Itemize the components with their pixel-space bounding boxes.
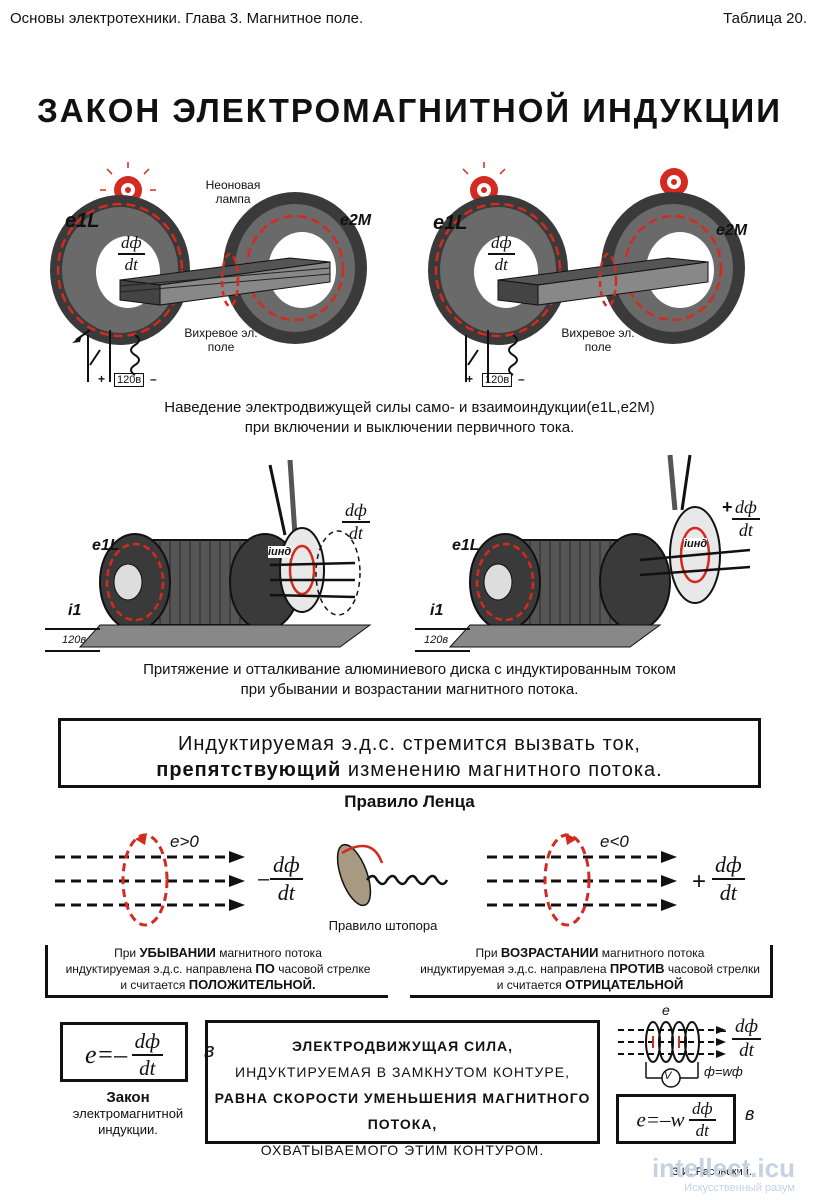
- minus-sign-right: –: [518, 372, 525, 386]
- voltage-label-left: 120в: [114, 373, 145, 387]
- coil-minus: –: [716, 1020, 727, 1040]
- header-table-number: Таблица 20.: [723, 10, 807, 27]
- coil-formula-unit: в: [745, 1104, 755, 1124]
- solenoid-diagram-right: [415, 454, 751, 652]
- section1-caption: Наведение электродвижущей силы само- и в…: [164, 399, 655, 436]
- lenz-left-flux-icon: [55, 833, 245, 927]
- multi-turn-coil-icon: [618, 1021, 726, 1088]
- law-statement-box: ЭЛЕКТРОДВИЖУЩАЯ СИЛА, ИНДУКТИРУЕМАЯ В ЗА…: [205, 1020, 600, 1158]
- emf-e1-right: e1L: [433, 212, 468, 234]
- watermark-subtitle: Искусственный разум: [684, 1182, 795, 1194]
- transformer-diagram-left: [50, 162, 367, 382]
- page-title: ЗАКОН ЭЛЕКТРОМАГНИТНОЙ ИНДУКЦИИ: [37, 92, 782, 129]
- lenz-left-minus: –: [258, 868, 270, 890]
- vortex-field-label-right: Вихревое эл. поле: [561, 326, 635, 354]
- law-label: Закон электромагнитной индукции.: [72, 1089, 184, 1138]
- header-chapter: Основы электротехники. Глава 3. Магнитно…: [10, 10, 364, 27]
- flux-linkage-label: ф=wф: [704, 1064, 743, 1079]
- emf-e1-solenoid-left: e1L: [92, 537, 120, 554]
- corkscrew-icon: [336, 843, 449, 907]
- watermark-logo: intellect.icu: [651, 1153, 795, 1183]
- coil-emf-label: e: [662, 1002, 670, 1018]
- voltage-label-right: 120в: [482, 373, 513, 387]
- lenz-right-plus: +: [692, 868, 707, 895]
- voltmeter-label: V: [664, 1070, 672, 1082]
- current-i1-left: i1: [68, 602, 82, 619]
- rule-box: Индуктируемая э.д.с. стремится вызвать т…: [58, 718, 761, 788]
- solenoid-coil: [469, 533, 671, 631]
- transformer-diagram-right: [428, 162, 745, 382]
- voltage-solenoid-left: 120в: [62, 634, 87, 646]
- iron-core: [497, 257, 709, 306]
- plus-sign-solenoid-right: +: [722, 497, 733, 517]
- lenz-title: Правило Ленца: [344, 792, 475, 811]
- emf-e2-left: e2M: [340, 212, 372, 229]
- iron-core: [119, 257, 331, 306]
- lenz-right-emf: e<0: [600, 832, 629, 851]
- emf-e1-left: e1L: [65, 210, 100, 232]
- plus-sign-left: +: [98, 372, 106, 386]
- author-signature: З.И. Расовский.: [672, 1166, 752, 1178]
- plus-sign-right: +: [466, 372, 474, 386]
- corkscrew-rule-label: Правило штопора: [328, 918, 438, 933]
- lenz-left-emf: e>0: [170, 832, 199, 851]
- lenz-right-explanation: При ВОЗРАСТАНИИ магнитного потока индукт…: [410, 945, 773, 998]
- section2-caption: Притяжение и отталкивание алюминиевого д…: [143, 661, 676, 698]
- rule-line1: Индуктируемая э.д.с. стремится вызвать т…: [178, 733, 641, 755]
- switch-icon: [87, 330, 140, 382]
- emf-e2-right: e2M: [716, 222, 748, 239]
- solenoid-coil: [99, 533, 301, 631]
- switch-icon: [465, 330, 518, 382]
- lenz-right-flux-icon: [487, 833, 677, 927]
- emf-e1-solenoid-right: e1L: [452, 537, 480, 554]
- vortex-field-label-left: Вихревое эл. поле: [184, 326, 258, 354]
- voltage-solenoid-right: 120в: [424, 634, 449, 646]
- induced-current-left: iинд: [268, 546, 292, 558]
- minus-sign-left: –: [150, 372, 157, 386]
- rule-line2: препятствующий изменению магнитного пото…: [156, 759, 663, 781]
- induced-current-right: iинд: [684, 538, 708, 550]
- current-i1-right: i1: [430, 602, 444, 619]
- lenz-left-explanation: При УБЫВАНИИ магнитного потока индуктиру…: [45, 945, 388, 998]
- neon-lamp-label: Неоновая лампа: [205, 178, 261, 206]
- law-formula-unit: в: [204, 1040, 215, 1062]
- solenoid-diagram-left: [45, 459, 372, 652]
